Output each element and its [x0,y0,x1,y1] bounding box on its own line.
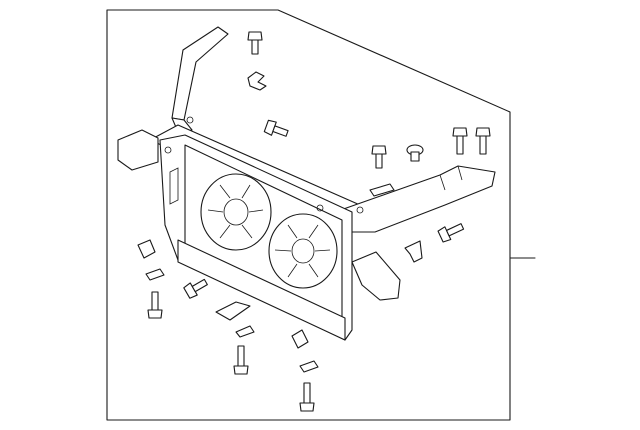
bolt [147,291,163,319]
bracket [137,239,156,259]
label-tag [145,268,165,281]
label-tag [369,183,395,197]
lower-right-bracket [351,251,401,301]
plug [406,144,424,162]
upper-arm [171,26,229,121]
bracket [404,240,423,263]
bolt [183,278,208,299]
bolt [247,31,263,55]
label-tag [235,325,255,338]
bolt [475,127,491,155]
right-arm [334,165,496,233]
clip [247,71,267,91]
label-tag [299,360,319,373]
bolt [437,223,465,243]
bolt [371,145,387,169]
bolt [263,119,289,137]
bracket [215,301,251,321]
bolt [452,127,468,155]
lower-bar [177,239,346,341]
left-tab [117,129,159,171]
cooling-fan-right [268,213,338,289]
assembly-boundary [106,9,511,421]
bracket [291,329,309,349]
radiator-support-assembly [117,26,496,341]
bolt [233,345,249,375]
cooling-fan-left [200,173,272,251]
bolt [299,382,315,412]
